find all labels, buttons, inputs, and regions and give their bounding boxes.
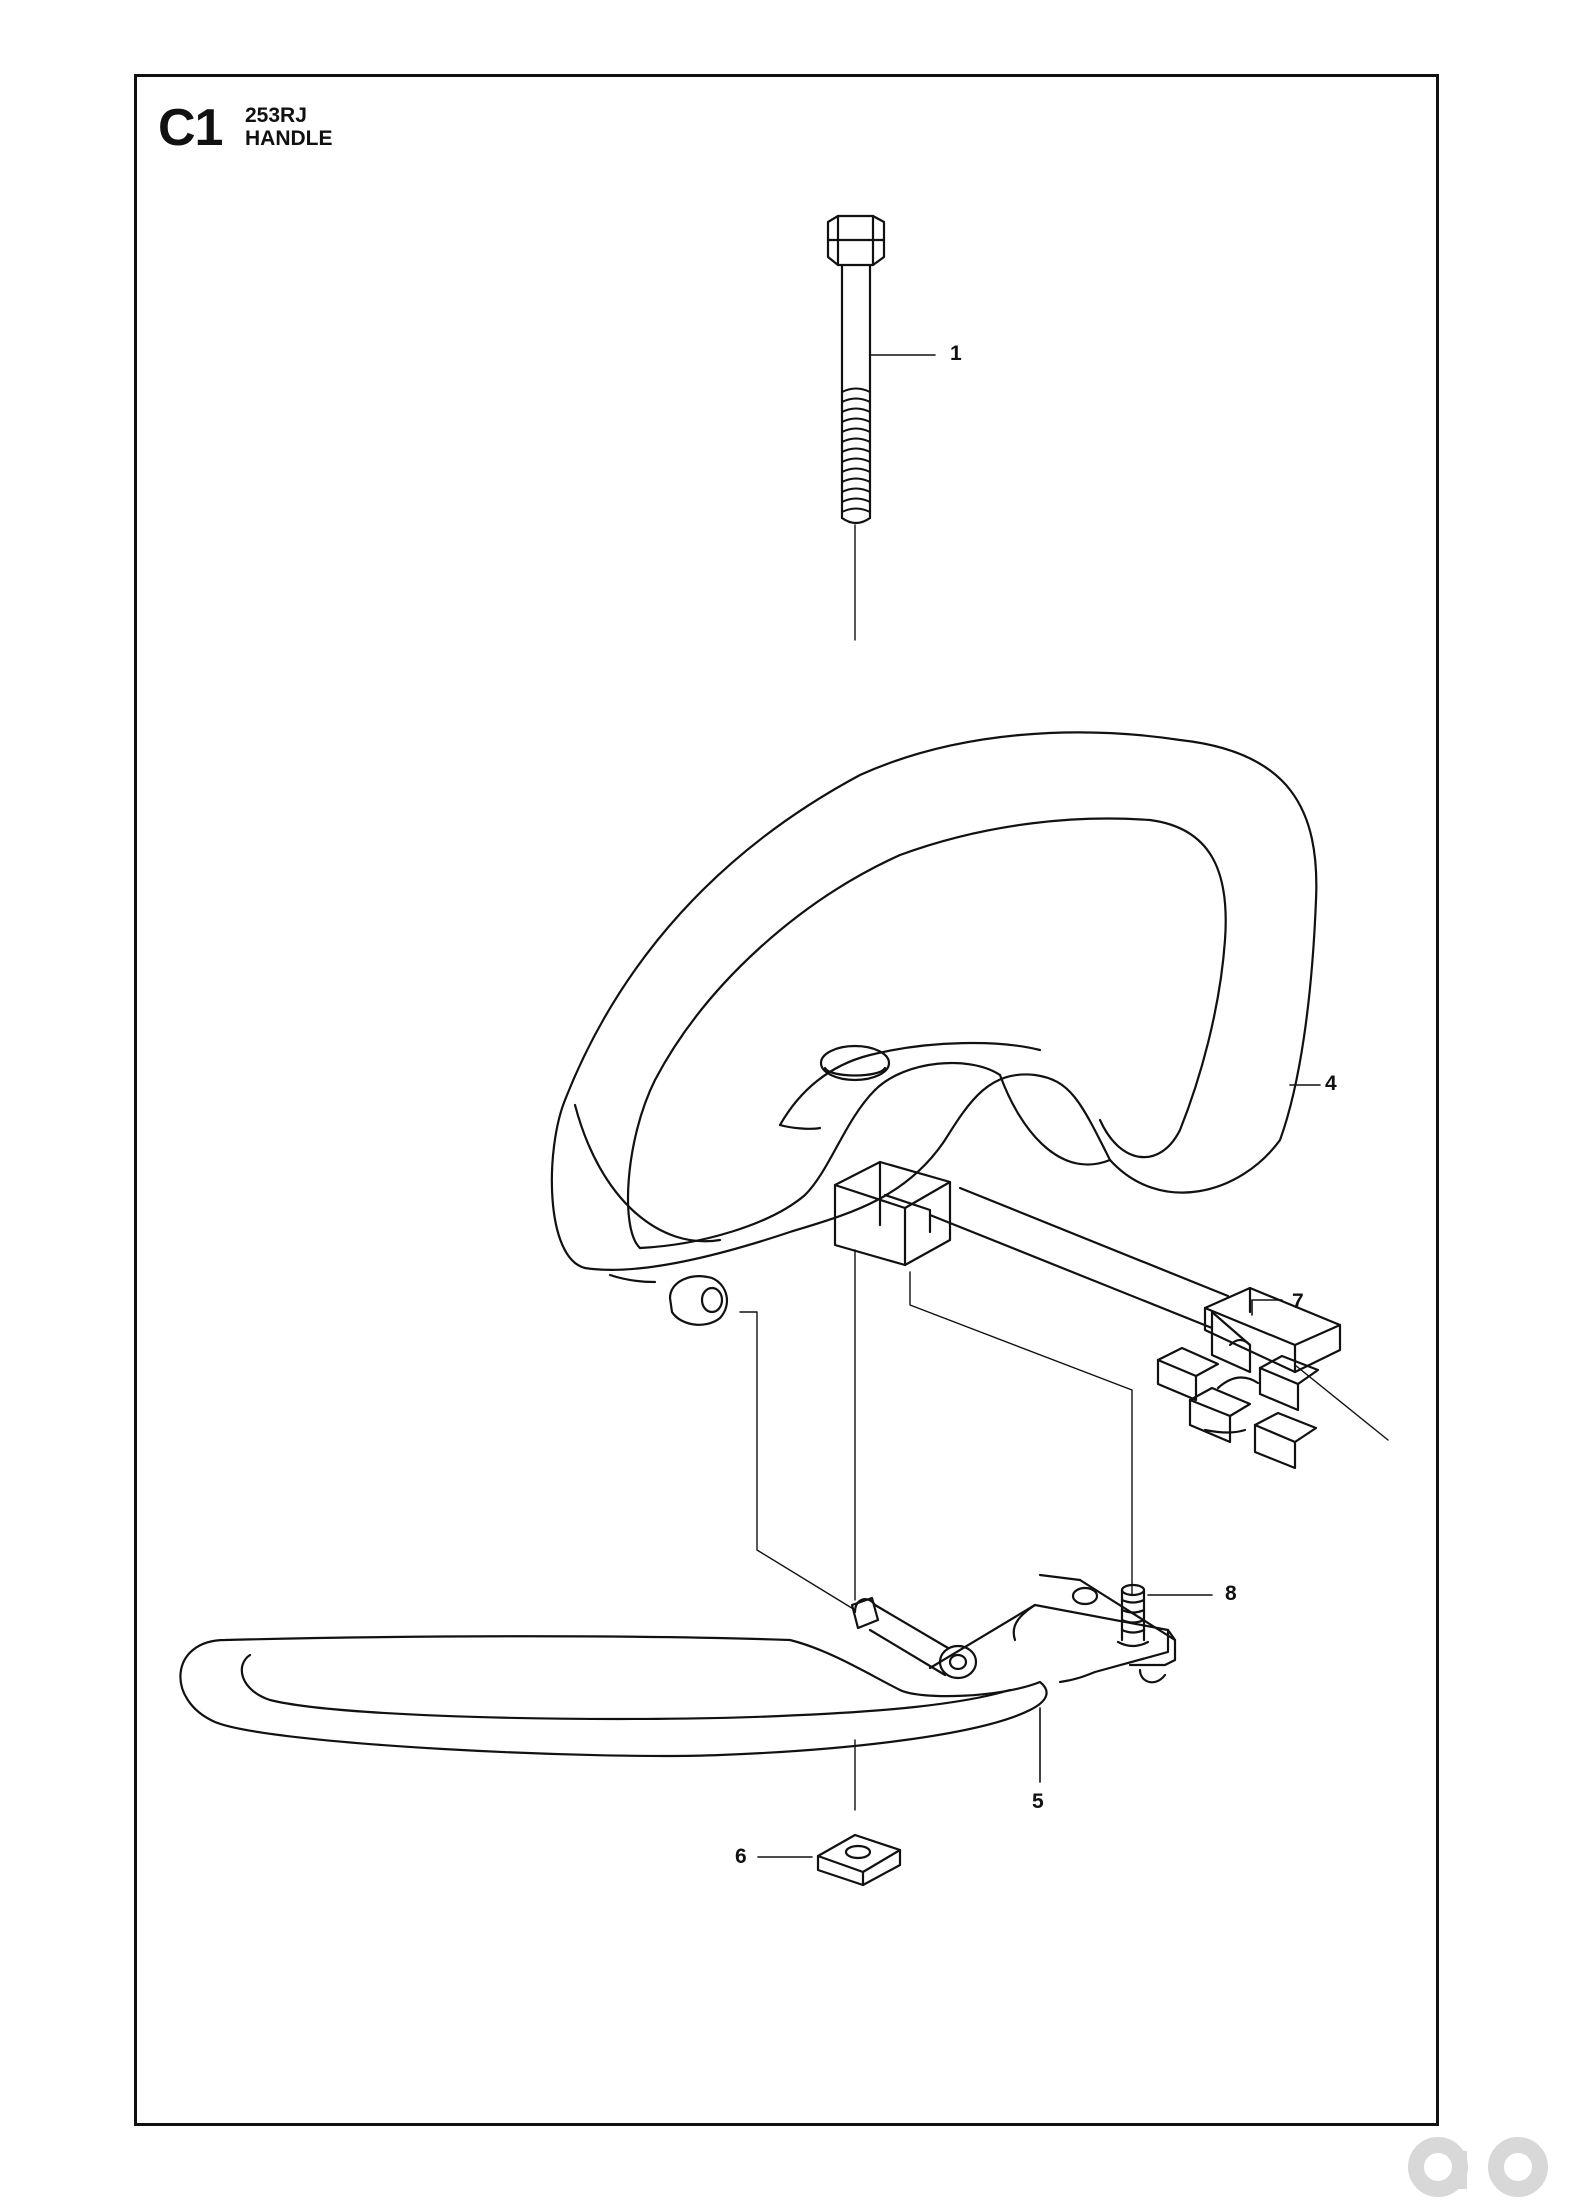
callout-8: 8 bbox=[1225, 1582, 1237, 1605]
bar-handle-part-5 bbox=[179, 1573, 1177, 1758]
callout-4: 4 bbox=[1325, 1072, 1337, 1095]
assembly-axis-lines bbox=[739, 524, 1389, 1811]
nut-part-6 bbox=[816, 1833, 902, 1887]
callout-1: 1 bbox=[950, 342, 962, 365]
section-code: C1 bbox=[158, 99, 223, 157]
callout-7: 7 bbox=[1292, 1290, 1304, 1313]
brand-logo-icon bbox=[1408, 2137, 1548, 2197]
loop-handle-part-4 bbox=[550, 731, 1318, 1330]
callout-leaders bbox=[757, 354, 1321, 1858]
bolt-part-1 bbox=[826, 214, 886, 525]
diagram-title: HANDLE bbox=[245, 127, 333, 150]
diagram-frame bbox=[134, 74, 1439, 2126]
clamp-part-7 bbox=[1156, 1286, 1342, 1470]
callout-6: 6 bbox=[735, 1845, 747, 1868]
callout-5: 5 bbox=[1032, 1790, 1044, 1813]
model-number: 253RJ bbox=[245, 104, 307, 127]
